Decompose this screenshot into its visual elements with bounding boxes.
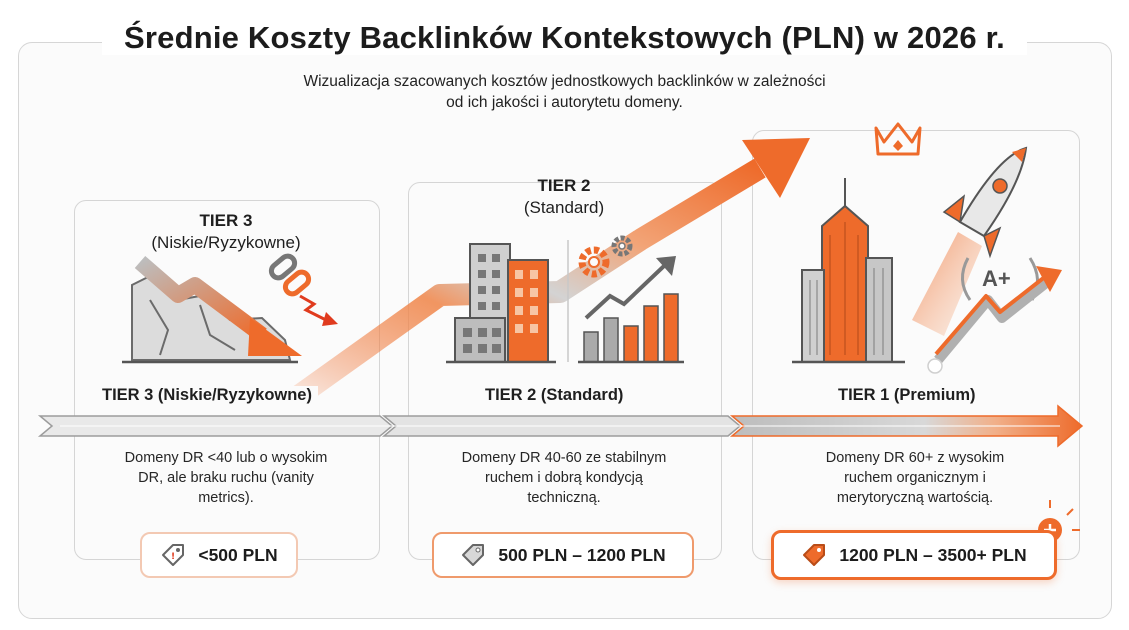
tier2-desc-line-1: Domeny DR 40-60 ze stabilnym <box>461 450 667 466</box>
skyscraper-icon <box>792 178 905 364</box>
gears-icon <box>578 235 633 278</box>
svg-text:!: ! <box>171 552 175 562</box>
tier3-desc-line-2: DR, ale braku ruchu (vanity <box>138 470 314 486</box>
down-arrow-icon <box>134 255 302 356</box>
title-text: Średnie Koszty Backlinków Kontekstowych … <box>102 20 1027 55</box>
tier3-header-title: TIER 3 <box>199 211 253 230</box>
price-tag-icon: ! <box>162 544 185 566</box>
tier3-header-sub: (Niskie/Ryzykowne) <box>151 233 301 252</box>
rocket-icon <box>912 146 1028 336</box>
grade-badge-text: A+ <box>982 266 1011 291</box>
tier1-desc-line-1: Domeny DR 60+ z wysokim <box>825 450 1005 466</box>
tier2-desc-line-3: techniczną. <box>527 490 601 506</box>
grade-badge: A+ <box>982 266 1011 292</box>
tier3-header: TIER 3 (Niskie/Ryzykowne) <box>74 210 378 254</box>
tier2-label: TIER 2 (Standard) <box>479 386 630 405</box>
broken-link-icon <box>268 253 338 326</box>
crown-icon <box>874 122 922 156</box>
price-tag-icon <box>462 544 485 566</box>
tier1-price: 1200 PLN – 3500+ PLN <box>839 544 1027 565</box>
tier3-label: TIER 3 (Niskie/Ryzykowne) <box>96 386 318 405</box>
bar-chart-icon <box>578 256 684 364</box>
tier2-price: 500 PLN – 1200 PLN <box>498 544 666 565</box>
tier3-price-box: ! <500 PLN <box>140 532 298 578</box>
tier2-description: Domeny DR 40-60 ze stabilnym ruchem i do… <box>418 448 710 508</box>
tier3-price: <500 PLN <box>198 544 278 565</box>
tier3-desc-line-1: Domeny DR <40 lub o wysokim <box>124 450 328 466</box>
tier2-header: TIER 2 (Standard) <box>408 175 720 219</box>
tier2-price-box: 500 PLN – 1200 PLN <box>432 532 694 578</box>
subtitle-line-2: od ich jakości i autorytetu domeny. <box>446 94 683 111</box>
tier1-price-box: 1200 PLN – 3500+ PLN <box>771 530 1057 580</box>
page-title: Średnie Koszty Backlinków Kontekstowych … <box>0 20 1129 56</box>
buildings-icon <box>446 243 556 364</box>
tier3-desc-line-3: metrics). <box>198 490 254 506</box>
growth-arrow-premium-icon <box>934 266 1062 364</box>
timeline-arrow <box>37 404 1084 448</box>
tier1-desc-line-2: ruchem organicznym i <box>844 470 986 486</box>
tier1-label: TIER 1 (Premium) <box>832 386 982 405</box>
tier2-header-sub: (Standard) <box>523 198 605 217</box>
tier3-description: Domeny DR <40 lub o wysokim DR, ale brak… <box>84 448 368 508</box>
price-tag-icon <box>803 544 826 566</box>
tier1-description: Domeny DR 60+ z wysokim ruchem organiczn… <box>762 448 1068 508</box>
tier2-desc-line-2: ruchem i dobrą kondycją <box>485 470 643 486</box>
tier2-header-title: TIER 2 <box>537 176 591 195</box>
tier1-desc-line-3: merytoryczną wartością. <box>836 490 994 506</box>
subtitle-line-1: Wizualizacja szacowanych kosztów jednost… <box>303 73 826 90</box>
growth-arrow-icon <box>293 138 810 404</box>
subtitle: Wizualizacja szacowanych kosztów jednost… <box>0 71 1129 113</box>
